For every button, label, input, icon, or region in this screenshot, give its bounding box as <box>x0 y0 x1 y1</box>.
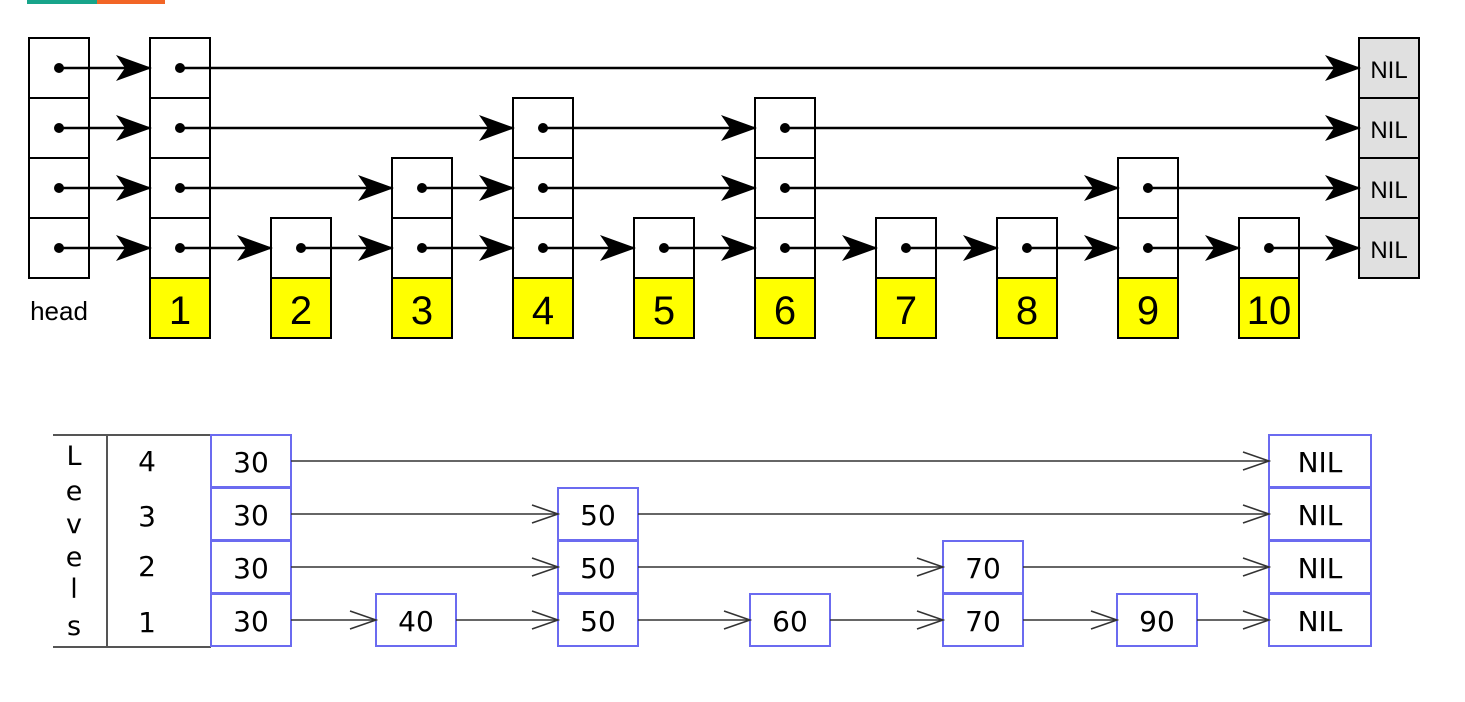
nil-cell-level-3 <box>1358 97 1420 159</box>
node-50-label-level-2: 50 <box>580 552 616 585</box>
node-9-key-label: 9 <box>1137 289 1159 333</box>
node-8-key-label: 8 <box>1016 289 1038 333</box>
node-50-cell-level-3 <box>557 487 639 541</box>
levels-axis-letter-5: s <box>67 611 81 642</box>
node-6-key-box <box>754 277 816 339</box>
node-30-label-level-2: 30 <box>233 552 269 585</box>
nil-label-level-1-v2: NIL <box>1298 605 1343 638</box>
node-60-cell-level-1 <box>749 593 831 647</box>
node-50-label-level-3: 50 <box>580 499 616 532</box>
node-7-key-box <box>875 277 937 339</box>
head-label: head <box>30 296 88 326</box>
accent-bar-orange <box>97 0 165 4</box>
node-4-key-box <box>512 277 574 339</box>
nil-label-level-4: NIL <box>1370 57 1407 84</box>
node-70-cell-level-2 <box>942 540 1024 594</box>
level-number-2: 2 <box>138 550 156 583</box>
skip-list-top: head 1 2 3 4 5 6 7 8 9 10 NIL NIL NIL NIL <box>28 37 1420 339</box>
node-70-label-level-1: 70 <box>965 605 1001 638</box>
node-10-key-label: 10 <box>1247 289 1292 333</box>
node-1-key-box <box>149 277 211 339</box>
nil-label-level-2: NIL <box>1370 177 1407 204</box>
node-1-key-label: 1 <box>169 289 191 333</box>
node-5-key-box <box>633 277 695 339</box>
node-30-cell-level-4 <box>210 434 292 488</box>
nil-label-level-1: NIL <box>1370 237 1407 264</box>
node-30-label-level-4: 30 <box>233 446 269 479</box>
node-4-key-label: 4 <box>532 289 554 333</box>
node-3-key-label: 3 <box>411 289 433 333</box>
node-10-key-box <box>1238 277 1300 339</box>
nil-label-level-3: NIL <box>1370 117 1407 144</box>
node-60-label-level-1: 60 <box>772 605 808 638</box>
node-40-label-level-1: 40 <box>398 605 434 638</box>
nil-cell-level-4 <box>1358 37 1420 99</box>
node-40-cell-level-1 <box>375 593 457 647</box>
accent-bar-teal <box>27 0 97 4</box>
node-30-label-level-3: 30 <box>233 499 269 532</box>
nil-cell-level-2 <box>1358 157 1420 219</box>
node-50-label-level-1: 50 <box>580 605 616 638</box>
node-5-key-label: 5 <box>653 289 675 333</box>
nil-label-level-3-v2: NIL <box>1298 499 1343 532</box>
levels-axis-letter-4: l <box>70 574 78 605</box>
node-90-label-level-1: 90 <box>1139 605 1175 638</box>
levels-axis-letter-0: L <box>66 441 81 472</box>
node-2-key-box <box>270 277 332 339</box>
level-number-4: 4 <box>138 445 156 478</box>
node-30-cell-level-3 <box>210 487 292 541</box>
node-6-key-label: 6 <box>774 289 796 333</box>
nil-cell-level-3-v2 <box>1268 487 1372 541</box>
nil-label-level-2-v2: NIL <box>1298 552 1343 585</box>
nil-cell-level-4-v2 <box>1268 434 1372 488</box>
node-3-key-box <box>391 277 453 339</box>
node-90-cell-level-1 <box>1116 593 1198 647</box>
levels-axis-letter-1: e <box>66 476 83 507</box>
node-7-key-label: 7 <box>895 289 917 333</box>
nil-cell-level-1 <box>1358 217 1420 279</box>
nil-label-level-4-v2: NIL <box>1298 446 1343 479</box>
node-8-key-box <box>996 277 1058 339</box>
node-30-label-level-1: 30 <box>233 605 269 638</box>
node-9-key-box <box>1117 277 1179 339</box>
levels-axis-letter-2: v <box>66 509 82 540</box>
node-2-key-label: 2 <box>290 289 312 333</box>
node-70-label-level-2: 70 <box>965 552 1001 585</box>
level-number-3: 3 <box>138 500 156 533</box>
levels-axis-letter-3: e <box>66 542 83 573</box>
level-number-1: 1 <box>138 606 156 639</box>
